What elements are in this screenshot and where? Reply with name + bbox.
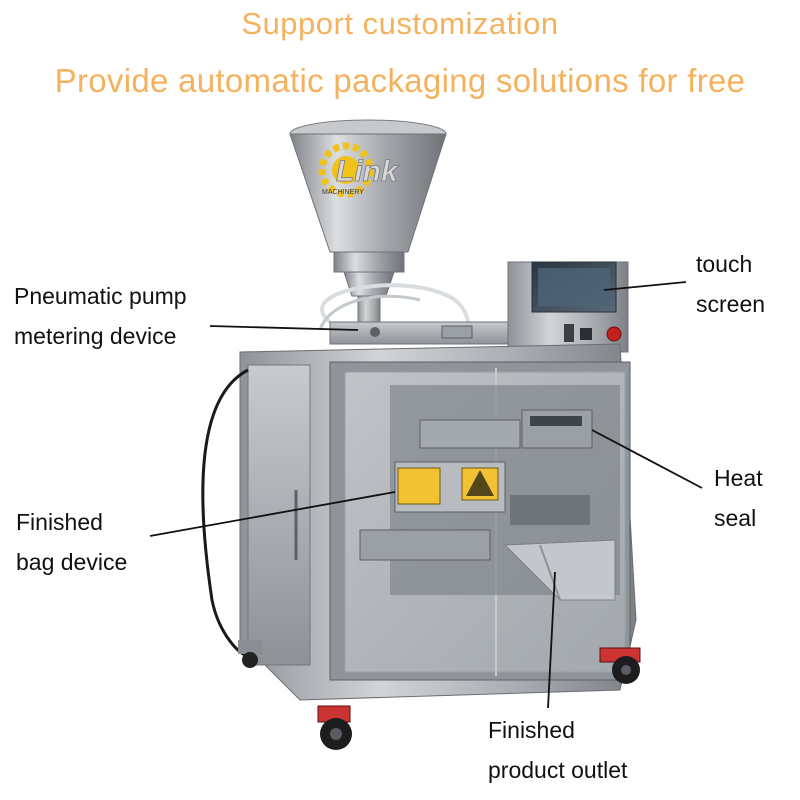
pump-leader-line [209,325,359,331]
callout-outlet-line2: product outlet [488,757,628,783]
callout-outlet: Finished product outlet [488,710,627,790]
callout-pump: Pneumatic pump metering device [14,276,187,356]
callout-heat-line1: Heat [714,465,763,491]
link-machinery-logo: Link MACHINERY [318,142,399,198]
callout-touch-line1: touch [696,251,753,277]
hopper [289,119,447,325]
caster-wheels [238,640,641,750]
callout-lines [149,281,703,709]
logo-text: Link [336,155,399,188]
control-box [507,261,629,353]
callout-pump-line2: metering device [14,323,177,349]
callout-bag-line1: Finished [16,509,103,535]
bag-leader-line [149,491,396,537]
heat-leader-line [591,429,703,489]
callout-outlet-line1: Finished [488,717,575,743]
callout-heat: Heat seal [714,458,763,538]
callout-touch-line2: screen [696,291,766,317]
callout-bag: Finished bag device [16,502,127,582]
headline-support-customization: Support customization [241,6,559,41]
callout-pump-line1: Pneumatic pump [14,283,187,309]
callout-heat-line2: seal [714,505,757,531]
pump-metering-bar [329,321,511,345]
touch-leader-line [603,281,687,291]
callout-touch: touch screen [696,244,765,324]
headline-free-solutions: Provide automatic packaging solutions fo… [54,62,746,99]
callout-bag-line2: bag device [16,549,128,575]
product-outlet-chute [503,539,616,601]
outlet-leader-line [547,571,556,709]
internal-mechanism [359,385,620,595]
logo-ring-text: MACHINERY [322,189,364,196]
